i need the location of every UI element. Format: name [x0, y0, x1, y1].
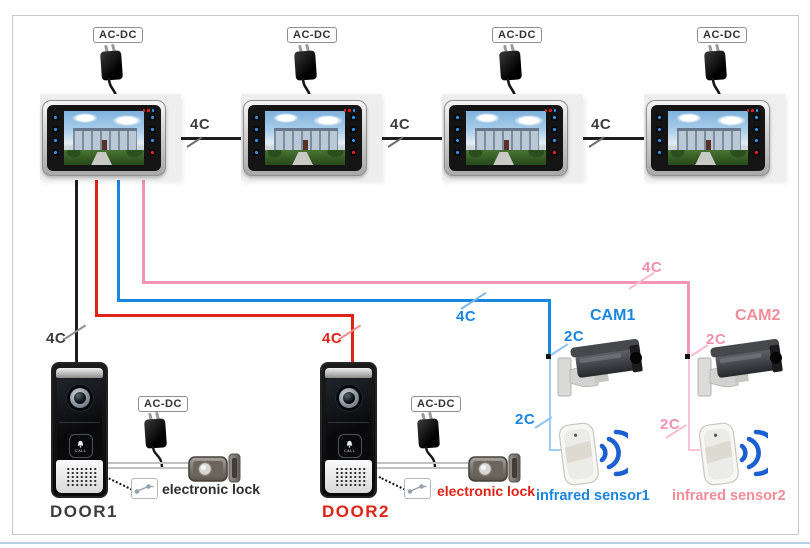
door2-lock-wire-a	[377, 462, 468, 464]
monitor-screen	[466, 111, 546, 165]
call-button: CALL	[68, 434, 93, 458]
speaker-grille-icon	[56, 460, 103, 493]
sensor1-branch-label: 2C	[515, 411, 536, 428]
cam2-branch-label: 2C	[706, 331, 727, 348]
power-adapter-icon-6	[415, 411, 445, 474]
ac-dc-label-4: AC-DC	[697, 27, 747, 43]
speaker-grille-icon	[325, 460, 372, 493]
cam2-trunk-label: 4C	[642, 259, 663, 276]
cam1-trunk-label: 4C	[456, 308, 477, 325]
monitor-screen	[64, 111, 144, 165]
cam1-wire-h	[117, 299, 551, 302]
door2-riser-label: 4C	[322, 330, 343, 347]
ac-dc-label-6: AC-DC	[411, 396, 461, 412]
door1-riser-label: 4C	[46, 330, 67, 347]
signal-waves-icon-1	[599, 429, 628, 477]
status-led-icons	[343, 109, 355, 112]
door-station-top-trim	[56, 368, 103, 378]
door2-lock-label: electronic lock	[437, 483, 536, 499]
ac-dc-label-3: AC-DC	[492, 27, 542, 43]
sensor2-branch-label: 2C	[660, 416, 681, 433]
bus-segment-label-2: 4C	[390, 116, 411, 133]
ac-dc-label-1: AC-DC	[93, 27, 143, 43]
door2-name: DOOR2	[322, 502, 390, 521]
door-camera-lens-icon	[335, 385, 362, 411]
door2-wire-v1	[95, 174, 98, 317]
cam2-name: CAM2	[735, 307, 781, 324]
call-button: CALL	[337, 434, 362, 458]
door1-release-switch-icon	[131, 478, 158, 499]
door-station-2: CALL	[320, 362, 377, 498]
cam1-wire-v1	[117, 174, 120, 302]
door2-wire-h	[95, 314, 354, 317]
door2-release-switch-icon	[404, 478, 431, 499]
bus-segment-label-3: 4C	[591, 116, 612, 133]
cctv-camera-icon-1	[557, 338, 643, 397]
door1-lock-wire-b	[108, 467, 189, 469]
door1-lock-label: electronic lock	[162, 481, 261, 497]
door1-wire	[75, 174, 78, 364]
sensor1-name: infrared sensor1	[536, 488, 650, 504]
door2-wire-v2	[351, 314, 354, 364]
sensor2-wire-h	[688, 449, 700, 451]
monitor-left-button-icons	[656, 114, 663, 156]
status-led-icons	[544, 109, 556, 112]
power-adapter-icon-5	[142, 411, 172, 474]
door1-name: DOOR1	[50, 502, 118, 521]
sensor1-wire-v	[549, 357, 551, 451]
ac-dc-label-5: AC-DC	[138, 396, 188, 412]
monitor-screen	[668, 111, 748, 165]
monitor-bezel	[47, 105, 161, 171]
indoor-monitor-3	[444, 100, 568, 176]
pir-sensor-icon-1	[558, 422, 599, 486]
cam2-wire-v2	[687, 281, 690, 357]
bell-icon	[77, 440, 84, 448]
electronic-lock-icon-2	[468, 453, 521, 483]
cam2-wire-h	[142, 281, 690, 284]
cctv-camera-icon-2	[697, 338, 783, 397]
monitor-right-button-icons	[551, 114, 558, 156]
cam1-branch-label: 2C	[564, 328, 585, 345]
status-led-icons	[746, 109, 758, 112]
sensor2-name: infrared sensor2	[672, 488, 786, 504]
indoor-monitor-4	[646, 100, 770, 176]
indoor-monitor-1	[42, 100, 166, 176]
pir-sensor-icon-2	[698, 422, 739, 486]
bell-icon	[346, 440, 353, 448]
cam1-wire-v2	[548, 299, 551, 357]
indoor-monitor-2	[243, 100, 367, 176]
monitor-left-button-icons	[253, 114, 260, 156]
monitor-right-button-icons	[149, 114, 156, 156]
status-led-icons	[142, 109, 154, 112]
monitor-left-button-icons	[52, 114, 59, 156]
monitor-screen	[265, 111, 345, 165]
bus-segment-label-1: 4C	[190, 116, 211, 133]
cam1-junction-dot	[546, 354, 551, 359]
footer-divider-line	[0, 542, 810, 544]
bus-wire-3	[567, 137, 646, 140]
monitor-right-button-icons	[350, 114, 357, 156]
signal-waves-icon-2	[739, 429, 768, 477]
door-station-top-trim	[325, 368, 372, 378]
bus-wire-1	[163, 137, 243, 140]
bus-wire-2	[366, 137, 444, 140]
door2-lock-wire-b	[377, 467, 468, 469]
cam2-junction-dot	[685, 354, 690, 359]
sensor2-wire-v	[688, 357, 690, 451]
electronic-lock-icon-1	[188, 453, 241, 483]
diagram-frame	[12, 15, 799, 535]
cam1-name: CAM1	[590, 307, 636, 324]
door-camera-lens-icon	[66, 385, 93, 411]
monitor-left-button-icons	[454, 114, 461, 156]
sensor1-wire-h	[549, 449, 561, 451]
door1-lock-wire-a	[108, 462, 189, 464]
monitor-right-button-icons	[753, 114, 760, 156]
cam2-wire-v1	[142, 174, 145, 284]
ac-dc-label-2: AC-DC	[287, 27, 337, 43]
door-station-1: CALL	[51, 362, 108, 498]
